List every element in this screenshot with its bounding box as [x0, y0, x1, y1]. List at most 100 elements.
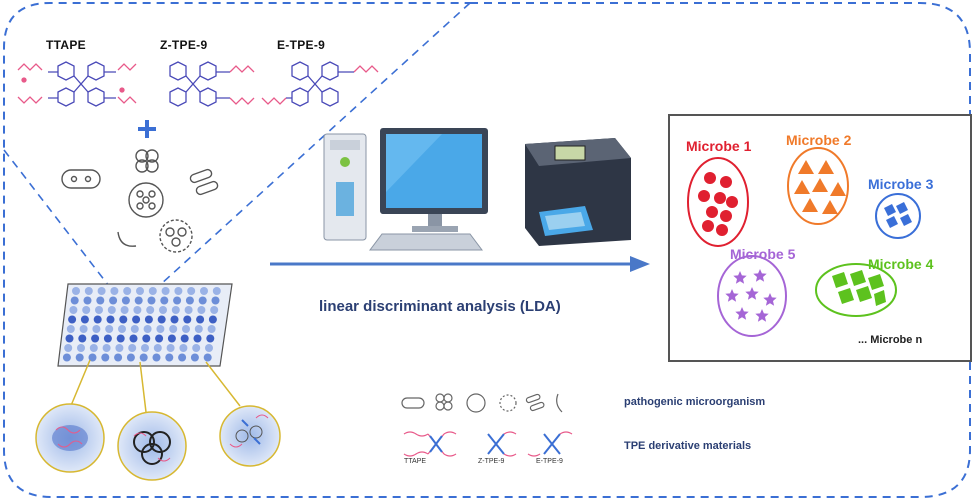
plate-well: [77, 344, 85, 352]
plate-well: [136, 287, 144, 295]
cluster-microbe-5: [717, 255, 787, 337]
plate-well: [211, 296, 220, 305]
plate-well: [128, 344, 137, 352]
mini-label-ttape: TTAPE: [404, 458, 427, 465]
plate-well: [75, 353, 84, 362]
plate-well: [207, 325, 216, 333]
plate-well: [119, 315, 128, 324]
cluster-microbe-4: [815, 263, 897, 317]
mini-etpe9-icon: [527, 431, 573, 457]
plate-well: [133, 306, 142, 314]
plate-well: [68, 315, 77, 324]
legend-pathogen-label: pathogenic microorganism: [624, 396, 766, 408]
plate-well: [179, 344, 188, 352]
cluster-microbe-1: [687, 157, 749, 247]
plate-well: [173, 296, 182, 305]
mini-label-ztpe9: Z-TPE-9: [478, 458, 505, 465]
plate-well: [134, 296, 143, 305]
plate-well: [193, 334, 202, 343]
microbe-clusters-panel: [668, 114, 972, 362]
plate-well: [169, 325, 178, 333]
zoom-dashed-lines: [3, 2, 471, 291]
plate-well: [105, 325, 114, 333]
bacillus-icon: [61, 169, 101, 189]
plate-well: [146, 306, 155, 314]
plate-well: [144, 315, 153, 324]
plate-well: [106, 315, 115, 324]
plate-well: [62, 353, 71, 362]
plate-well: [194, 325, 203, 333]
star-marker: [733, 271, 747, 284]
rod-group-icon: [189, 168, 219, 196]
plate-well: [142, 334, 151, 343]
star-marker: [763, 293, 777, 306]
microbe-clusters: [687, 147, 921, 337]
plate-well: [157, 315, 166, 324]
plate-well: [129, 334, 138, 343]
plate-well: [206, 334, 215, 343]
plate-reader-illustration: [525, 138, 631, 246]
plate-well: [72, 287, 80, 295]
plate-well: [153, 344, 162, 352]
plate-well: [147, 296, 156, 305]
plate-well: [178, 353, 187, 362]
plate-well: [123, 287, 132, 295]
plate-well: [160, 296, 169, 305]
plate-well: [130, 325, 139, 333]
aggregate-etpe9: [219, 405, 281, 467]
plate-well: [148, 287, 157, 295]
microbe-label-1: Microbe 1: [686, 138, 752, 154]
plate-well: [114, 353, 123, 362]
plate-well: [126, 353, 135, 362]
plate-well: [70, 296, 79, 305]
mini-ztpe9-icon: [487, 431, 517, 457]
plate-well: [102, 344, 111, 352]
plate-well: [89, 344, 98, 352]
cocci-cluster-icon: [435, 393, 453, 411]
plate-well: [79, 325, 88, 333]
star-marker: [725, 289, 739, 302]
ztpe9-structure: [169, 61, 255, 107]
plate-well: [84, 287, 93, 295]
plate-well: [80, 315, 89, 324]
microbe-label-3: Microbe 3: [868, 176, 934, 192]
plate-well: [180, 334, 189, 343]
compound-label-ztpe9: Z-TPE-9: [160, 38, 208, 52]
microbe-label-n: ... Microbe n: [858, 334, 923, 346]
keyboard-icon: [369, 233, 483, 251]
ttape-core: [48, 61, 116, 107]
vibrio-icon: [556, 393, 563, 413]
plate-wells: [62, 287, 221, 362]
plate-well: [166, 344, 175, 352]
star-marker: [753, 269, 767, 282]
plate-well: [183, 315, 192, 324]
plate-well: [109, 296, 118, 305]
plate-well: [152, 353, 161, 362]
plate-well: [95, 306, 103, 314]
plate-well: [208, 315, 217, 324]
rod-group-icon: [525, 393, 545, 412]
plate-well: [64, 344, 73, 352]
microplate: [57, 283, 233, 367]
compound-label-etpe9: E-TPE-9: [277, 38, 326, 52]
plate-well: [103, 334, 112, 343]
lda-label: linear discriminant analysis (LDA): [319, 298, 561, 315]
pc-tower-icon: [323, 133, 367, 241]
plate-well: [210, 306, 219, 314]
plate-well: [69, 306, 78, 314]
ttape-structure: [17, 63, 137, 104]
fungal-spore-icon: [128, 182, 164, 218]
compound-label-ttape: TTAPE: [46, 38, 86, 52]
computer-illustration: [323, 128, 488, 251]
aggregate-ztpe9: [117, 411, 187, 481]
plate-well: [184, 306, 193, 314]
star-marker: [755, 309, 769, 322]
plate-well: [121, 296, 130, 305]
plate-well: [190, 353, 199, 362]
plus-icon: [138, 120, 156, 138]
plate-well: [120, 306, 129, 314]
plate-well: [82, 306, 91, 314]
microorganism-sketches: [61, 149, 219, 253]
molecular-structures: [17, 61, 379, 107]
